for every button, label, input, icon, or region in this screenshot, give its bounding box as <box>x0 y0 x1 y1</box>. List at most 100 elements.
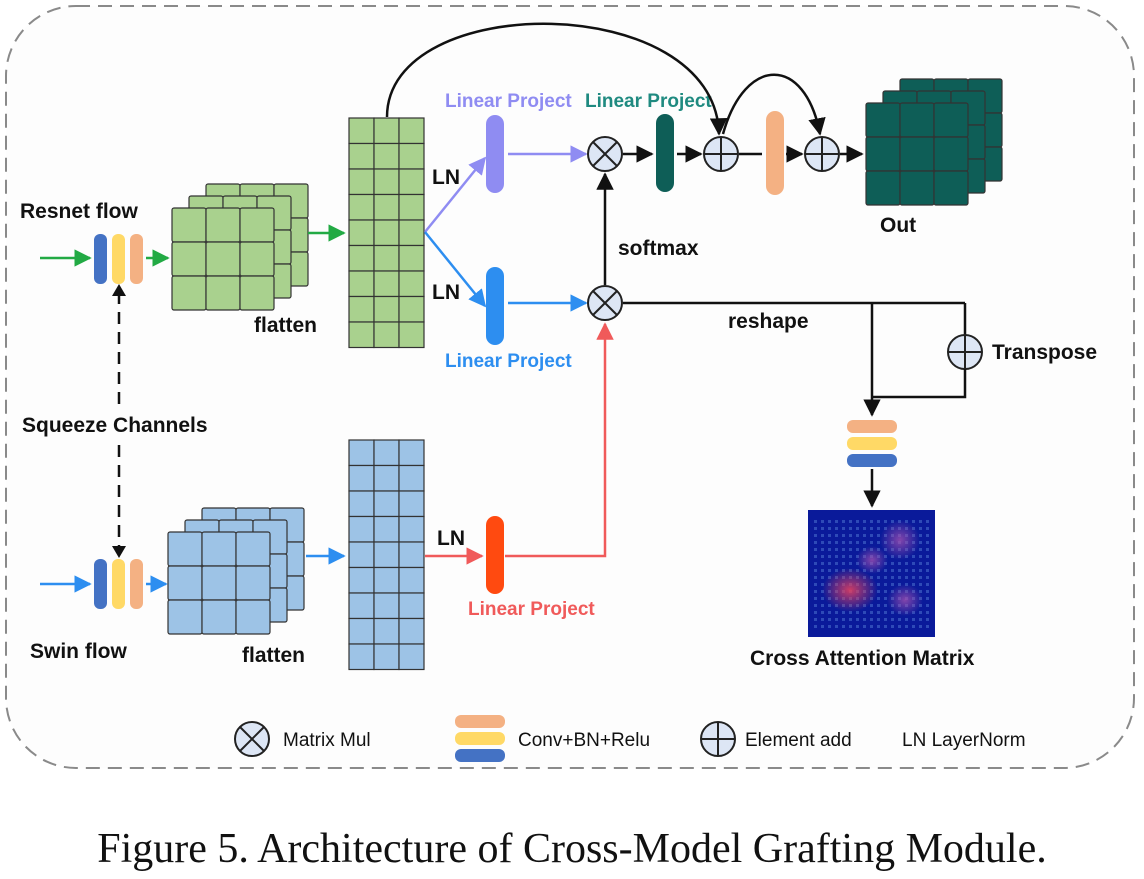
resnet-conv-bn-relu-icon <box>94 234 143 284</box>
swin-flattened-tokens <box>348 439 425 671</box>
token-cell <box>398 541 425 569</box>
legend-conv-bn-relu-icon <box>455 715 505 762</box>
token-cell <box>373 541 400 569</box>
ln-top-label: LN <box>432 166 460 189</box>
token-cell <box>373 295 400 323</box>
linear-project-blue-label: Linear Project <box>445 351 572 372</box>
linear-project-blue-bar <box>486 267 504 345</box>
token-cell <box>373 168 400 196</box>
feature-cell <box>167 565 203 601</box>
feature-cell <box>235 531 271 567</box>
legend-element-add-icon <box>700 721 736 757</box>
flatten-top-label: flatten <box>254 314 317 337</box>
token-cell <box>398 515 425 543</box>
swin-feature-map <box>167 507 305 635</box>
feature-cell <box>865 136 901 172</box>
token-cell <box>348 515 375 543</box>
token-cell <box>398 617 425 645</box>
token-cell <box>373 219 400 247</box>
token-cell <box>348 321 375 349</box>
element-add-1-icon <box>703 136 739 172</box>
figure-caption: Figure 5. Architecture of Cross-Model Gr… <box>97 826 1046 872</box>
swin-flow-label: Swin flow <box>30 640 127 663</box>
token-cell <box>398 643 425 671</box>
swin-conv-bn-relu-icon <box>94 559 143 609</box>
feature-cell <box>933 136 969 172</box>
squeeze-channels-label: Squeeze Channels <box>22 414 208 437</box>
token-cell <box>348 117 375 145</box>
token-cell <box>373 193 400 221</box>
red-to-mul-arrow <box>505 322 614 558</box>
token-cell <box>373 117 400 145</box>
feature-cell <box>235 599 271 635</box>
token-cell <box>398 464 425 492</box>
squeeze-arrow-down-icon <box>112 546 126 558</box>
token-cell <box>373 643 400 671</box>
feature-cell <box>171 275 207 311</box>
token-cell <box>373 321 400 349</box>
feature-cell <box>899 170 935 206</box>
token-cell <box>348 566 375 594</box>
token-cell <box>348 168 375 196</box>
linear-project-purple-bar <box>486 115 504 193</box>
legend-matrix-mul-icon <box>234 721 270 757</box>
legend-layernorm-label: LN LayerNorm <box>902 730 1026 751</box>
token-cell <box>398 295 425 323</box>
token-cell <box>398 168 425 196</box>
legend-matrix-mul-label: Matrix Mul <box>283 730 371 751</box>
token-cell <box>348 193 375 221</box>
token-cell <box>373 592 400 620</box>
out-label: Out <box>880 214 916 237</box>
matrix-mul-bottom-icon <box>587 285 623 321</box>
token-cell <box>398 592 425 620</box>
token-cell <box>398 142 425 170</box>
cross-attention-matrix-label: Cross Attention Matrix <box>750 647 975 670</box>
squeeze-arrow-up-icon <box>112 284 126 296</box>
feature-cell <box>201 531 237 567</box>
feature-cell <box>235 565 271 601</box>
feature-cell <box>167 531 203 567</box>
inner-skip-arc <box>721 73 826 136</box>
feature-cell <box>205 207 241 243</box>
feature-cell <box>205 241 241 277</box>
feature-cell <box>865 170 901 206</box>
reshape-label: reshape <box>728 310 809 333</box>
transpose-out-line <box>872 369 967 399</box>
output-feature-map <box>865 78 1003 206</box>
token-cell <box>373 617 400 645</box>
feature-cell <box>201 565 237 601</box>
attention-conv-bn-relu-icon <box>847 420 897 467</box>
token-cell <box>398 244 425 272</box>
token-cell <box>348 592 375 620</box>
token-cell <box>398 193 425 221</box>
token-cell <box>373 270 400 298</box>
feature-cell <box>171 241 207 277</box>
feature-cell <box>899 102 935 138</box>
token-cell <box>348 490 375 518</box>
ln-mid-label: LN <box>432 281 460 304</box>
feature-cell <box>167 599 203 635</box>
flatten-bottom-label: flatten <box>242 644 305 667</box>
token-cell <box>348 464 375 492</box>
token-cell <box>348 142 375 170</box>
legend-conv-bn-relu-label: Conv+BN+Relu <box>518 730 650 751</box>
transpose-label: Transpose <box>992 341 1097 364</box>
feature-cell <box>201 599 237 635</box>
matrix-mul-top-icon <box>587 136 623 172</box>
token-cell <box>348 270 375 298</box>
resnet-flow-label: Resnet flow <box>20 200 139 223</box>
token-cell <box>348 244 375 272</box>
token-cell <box>398 321 425 349</box>
output-conv-bar <box>766 111 784 195</box>
token-cell <box>373 566 400 594</box>
token-cell <box>348 617 375 645</box>
resnet-flattened-tokens <box>348 117 425 349</box>
token-cell <box>398 439 425 467</box>
token-cell <box>348 219 375 247</box>
token-cell <box>373 439 400 467</box>
token-cell <box>348 643 375 671</box>
feature-cell <box>933 102 969 138</box>
ln-purple-arrow <box>424 156 487 233</box>
transpose-add-icon <box>947 334 983 370</box>
